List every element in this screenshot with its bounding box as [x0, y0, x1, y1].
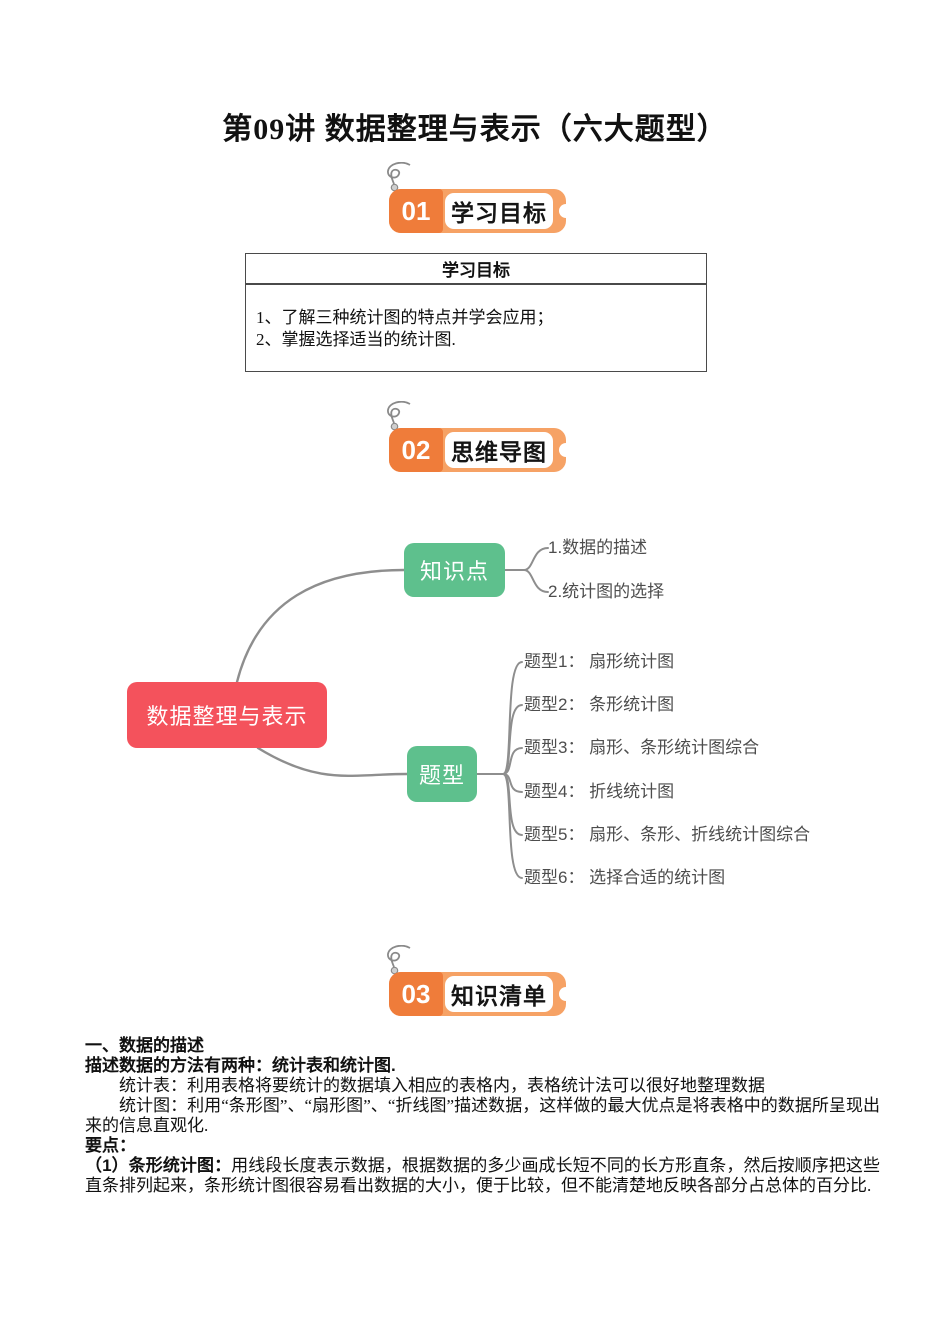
knowledge-point1-label: （1）条形统计图： — [85, 1156, 232, 1175]
knowledge-method-line: 描述数据的方法有两种：统计表和统计图. — [85, 1056, 396, 1075]
section-badge-mindmap: 02 思维导图 — [387, 401, 566, 472]
knowledge-heading: 一、数据的描述 — [85, 1036, 204, 1055]
mindmap-leaf: 2.统计图的选择 — [548, 582, 665, 601]
section-number: 03 — [389, 972, 443, 1016]
mindmap-leaf: 题型4： 折线统计图 — [524, 782, 675, 801]
knowledge-point1: （1）条形统计图：用线段长度表示数据，根据数据的多少画成长短不同的长方形直条，然… — [85, 1156, 880, 1196]
mindmap-leaf: 1.数据的描述 — [548, 538, 648, 557]
objectives-table-header: 学习目标 — [246, 254, 706, 285]
mindmap-leaf: 题型3： 扇形、条形统计图综合 — [524, 738, 760, 757]
section-label: 思维导图 — [445, 432, 553, 468]
mindmap-leaf: 题型5： 扇形、条形、折线统计图综合 — [524, 825, 811, 844]
objective-item: 2、掌握选择适当的统计图. — [256, 330, 456, 349]
mindmap-leaf: 题型6： 选择合适的统计图 — [524, 868, 726, 887]
spiral-pin-icon — [387, 945, 411, 975]
section-number: 02 — [389, 428, 443, 472]
page-title: 第09讲 数据整理与表示（六大题型） — [222, 113, 728, 146]
mindmap-leaf: 题型2： 条形统计图 — [524, 695, 675, 714]
mindmap-connectors — [235, 547, 549, 879]
objectives-table: 学习目标 1、了解三种统计图的特点并学会应用； 2、掌握选择适当的统计图. — [245, 253, 707, 372]
knowledge-point1-text: 用线段长度表示数据，根据数据的多少画成长短不同的长方形直条，然后按顺序把这些直条… — [85, 1156, 880, 1195]
knowledge-list: 一、数据的描述 描述数据的方法有两种：统计表和统计图. 统计表：利用表格将要统计… — [85, 1036, 880, 1196]
objective-item: 1、了解三种统计图的特点并学会应用； — [256, 308, 554, 327]
knowledge-keypoints: 要点： — [85, 1136, 136, 1155]
knowledge-para-table: 统计表：利用表格将要统计的数据填入相应的表格内，表格统计法可以很好地整理数据 — [119, 1076, 765, 1095]
mindmap-branch-knowledge: 知识点 — [404, 543, 505, 597]
section-label: 知识清单 — [445, 976, 553, 1012]
section-number: 01 — [389, 189, 443, 233]
knowledge-para-chart: 统计图：利用“条形图”、“扇形图”、“折线图”描述数据，这样做的最大优点是将表格… — [85, 1096, 880, 1135]
mindmap: 数据整理与表示 知识点 题型 1.数据的描述 2.统计图的选择 题型1： 扇形统… — [0, 520, 950, 920]
section-badge-knowledge-list: 03 知识清单 — [387, 945, 566, 1016]
mindmap-leaf: 题型1： 扇形统计图 — [524, 652, 675, 671]
mindmap-branch-problems: 题型 — [407, 746, 477, 802]
mindmap-root-node: 数据整理与表示 — [127, 682, 327, 748]
section-label: 学习目标 — [445, 193, 553, 229]
section-badge-learning-goals: 01 学习目标 — [387, 162, 566, 233]
